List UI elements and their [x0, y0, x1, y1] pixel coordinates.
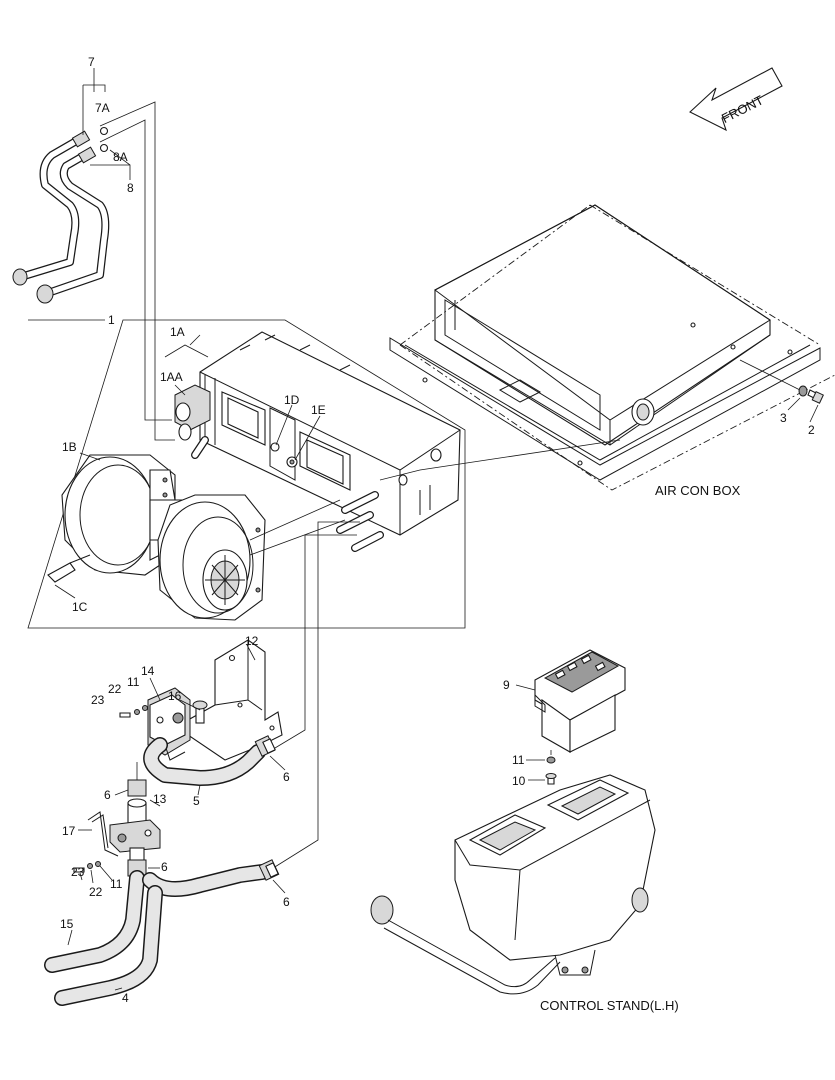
- callout-2: 2: [808, 423, 815, 437]
- front-arrow: FRONT: [689, 67, 783, 132]
- callout-6-d: 6: [283, 895, 290, 909]
- callout-23-bottom: 23: [71, 865, 85, 879]
- callout-11-top: 11: [127, 675, 140, 689]
- callout-11-bottom: 11: [110, 877, 123, 891]
- callout-1C: 1C: [72, 600, 88, 614]
- callout-8: 8: [127, 181, 134, 195]
- clamp-6d: [258, 859, 280, 881]
- callout-22-top: 22: [108, 682, 122, 696]
- callout-4: 4: [122, 991, 129, 1005]
- callout-1D: 1D: [284, 393, 300, 407]
- clamp-6a: [254, 735, 276, 757]
- callout-17: 17: [62, 824, 76, 838]
- callout-6-b: 6: [104, 788, 111, 802]
- caption-air-con-box: AIR CON BOX: [655, 483, 741, 498]
- callout-7A: 7A: [95, 101, 110, 115]
- air-con-box: [389, 204, 835, 491]
- callout-3: 3: [780, 411, 787, 425]
- washer-and-bolt: [739, 359, 824, 423]
- callout-11-controller: 11: [512, 753, 525, 767]
- blower-1B: [61, 454, 266, 621]
- callout-22-bottom: 22: [89, 885, 103, 899]
- callout-7: 7: [88, 55, 95, 69]
- hose-4: [54, 864, 270, 1006]
- clip-1C: [47, 554, 91, 583]
- callout-6-c: 6: [161, 860, 168, 874]
- fasteners-top: [119, 705, 148, 718]
- callout-6-a: 6: [283, 770, 290, 784]
- caption-control-stand: CONTROL STAND(L.H): [540, 998, 679, 1013]
- callout-1AA: 1AA: [160, 370, 183, 384]
- heater-unit-1A: [174, 331, 461, 552]
- pipe-assembly-7: [12, 126, 110, 304]
- rod-17: [87, 811, 119, 857]
- callout-1: 1: [108, 313, 115, 327]
- callout-12: 12: [245, 634, 259, 648]
- callout-13: 13: [153, 792, 167, 806]
- control-stand: [370, 774, 656, 995]
- callout-10: 10: [512, 774, 526, 788]
- callout-16: 16: [168, 689, 182, 703]
- callout-14: 14: [141, 664, 155, 678]
- callout-23-top: 23: [91, 693, 105, 707]
- fasteners-bottom: [73, 861, 101, 873]
- hose-15: [44, 870, 145, 973]
- bracket-12: [187, 639, 283, 761]
- controller-9: [534, 649, 626, 753]
- callout-1A: 1A: [170, 325, 185, 339]
- callout-8A: 8A: [113, 150, 128, 164]
- callout-9: 9: [503, 678, 510, 692]
- callout-1B: 1B: [62, 440, 77, 454]
- callout-5: 5: [193, 794, 200, 808]
- screw-10-washer-11: [545, 756, 557, 785]
- callout-1E: 1E: [311, 403, 326, 417]
- hose-5: [143, 737, 266, 786]
- callout-15: 15: [60, 917, 74, 931]
